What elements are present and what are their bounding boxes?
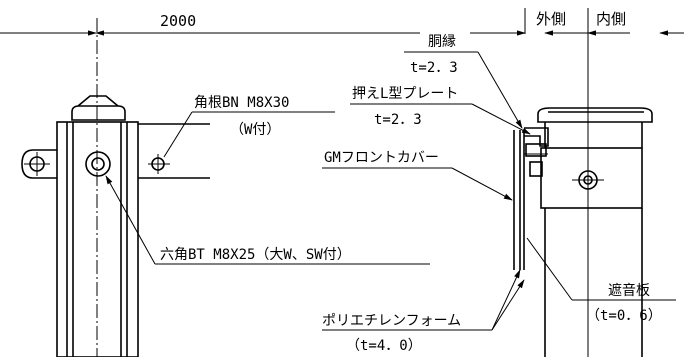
square-bolt-hole	[148, 154, 170, 174]
post-cap	[71, 95, 126, 121]
gm-cover-callout: GMフロントカバー	[322, 150, 513, 201]
bolt-right	[572, 170, 604, 190]
gm-cover-label: GMフロントカバー	[324, 150, 439, 166]
left-bracket	[21, 149, 57, 179]
post-cap-right	[537, 107, 653, 123]
l-plate-bracket	[524, 127, 549, 177]
sound-board-thickness: （t=0．6）	[586, 308, 662, 324]
hex-bolt-label: 六角BT M8X25（大W、SW付）	[160, 247, 351, 263]
body-edge-label: 胴縁	[428, 34, 456, 50]
sound-board-label: 遮音板	[608, 282, 650, 299]
right-section-view: 外側 内側	[322, 8, 684, 357]
dimension-2000-label: 2000	[160, 12, 196, 30]
square-bolt-callout: 角根BN M8X30 （W付）	[163, 95, 335, 158]
left-elevation-view: 2000	[0, 12, 430, 357]
outer-side-label: 外側	[536, 10, 566, 28]
sound-board-callout: 遮音板 （t=0．6）	[526, 237, 676, 324]
side-dimensions: 外側 内側	[470, 8, 684, 357]
body-edge-thickness: t=2．3	[410, 60, 458, 76]
right-rail	[138, 123, 210, 179]
square-bolt-washer-label: （W付）	[230, 122, 280, 138]
dimension-2000: 2000	[0, 12, 420, 36]
body-edge-callout: 胴縁 t=2．3	[404, 34, 523, 129]
foam-thickness: （t=4．0）	[346, 338, 422, 354]
post-body	[56, 121, 139, 357]
inner-side-label: 内側	[596, 10, 626, 28]
foam-callout: ポリエチレンフォーム （t=4．0）	[322, 269, 525, 354]
l-plate-thickness: t=2．3	[374, 112, 422, 128]
foam-label: ポリエチレンフォーム	[322, 313, 461, 329]
square-bolt-label: 角根BN M8X30	[194, 95, 289, 111]
l-plate-callout: 押えL型プレート t=2．3	[350, 86, 531, 135]
l-plate-label: 押えL型プレート	[352, 86, 458, 102]
panel-layers	[513, 130, 525, 270]
hex-bolt-callout: 六角BT M8X25（大W、SW付）	[105, 175, 430, 265]
hex-bolt	[85, 151, 111, 177]
